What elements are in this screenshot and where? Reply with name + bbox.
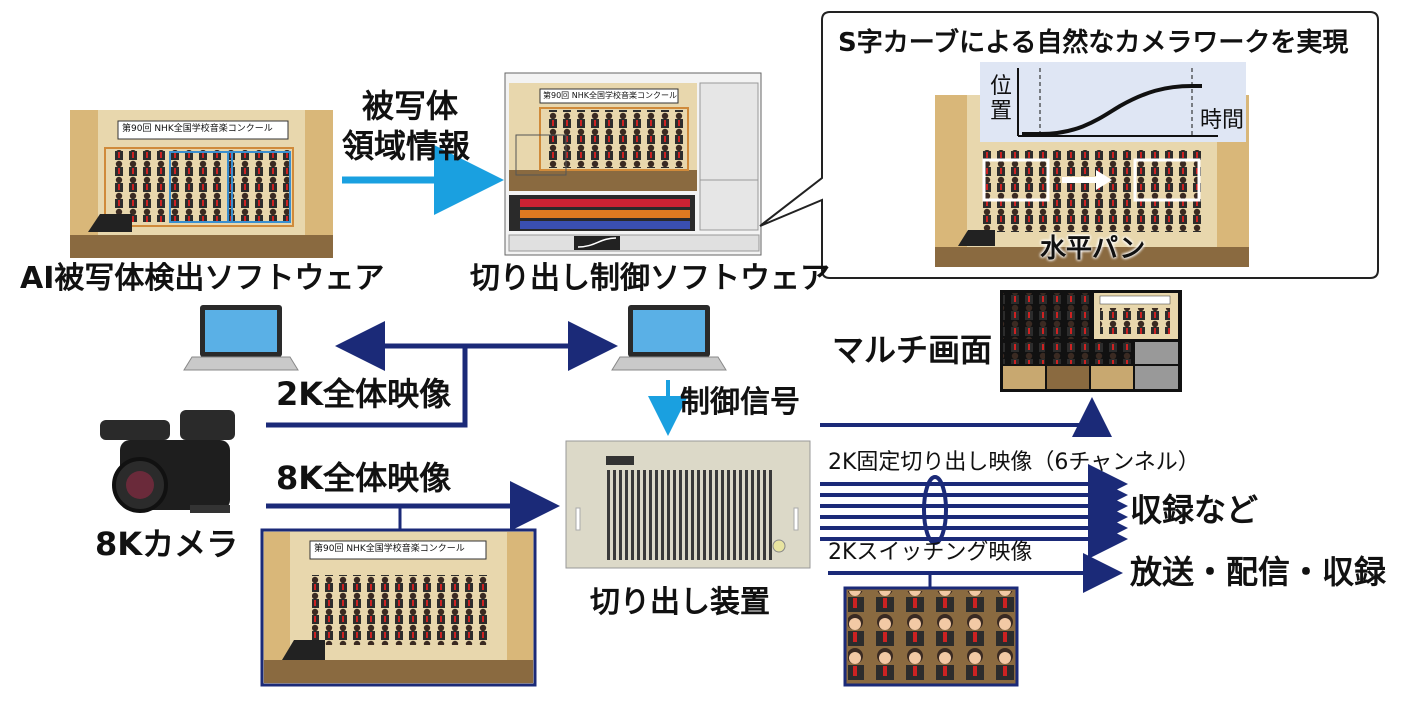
callout-title: S字カーブによる自然なカメラワークを実現 <box>838 28 1349 58</box>
cutter-device <box>565 440 811 569</box>
ai-software-label: AI被写体検出ソフトウェア <box>20 261 385 296</box>
camera-label: 8Kカメラ <box>95 525 239 563</box>
graph-axis-y-1: 位 <box>990 74 1013 99</box>
signal-control: 制御信号 <box>680 385 800 420</box>
stage-banner-ai: 第90回 NHK全国学校音楽コンクール <box>122 124 273 134</box>
subject-info-label-1: 被写体 <box>362 87 459 125</box>
signal-2k-full: 2K全体映像 <box>276 375 452 413</box>
callout-bubble <box>759 11 1379 279</box>
switching-closeup-scene <box>843 586 1019 687</box>
output-broadcast: 放送・配信・収録 <box>1130 553 1387 591</box>
laptop-right-icon <box>611 305 727 371</box>
callout-caption: 水平パン <box>1040 234 1146 264</box>
stage-banner-cut: 第90回 NHK全国学校音楽コンクール <box>543 91 677 100</box>
cut-software-label: 切り出し制御ソフトウェア <box>470 261 830 296</box>
multi-screen <box>1000 290 1182 392</box>
graph-axis-x: 時間 <box>1200 108 1245 133</box>
signal-8k-full: 8K全体映像 <box>276 459 452 497</box>
cut-software-screen <box>504 72 762 256</box>
signal-switching-2k: 2Kスイッチング映像 <box>828 540 1033 565</box>
cutter-label: 切り出し装置 <box>590 585 770 620</box>
subject-info-label-2: 領域情報 <box>342 127 471 165</box>
output-recording: 収録など <box>1130 491 1259 529</box>
multi-screen-label: マルチ画面 <box>832 331 993 369</box>
laptop-left-icon <box>183 305 299 371</box>
connection-arrows <box>266 145 1128 593</box>
camera-icon <box>100 410 235 513</box>
full-8k-scene <box>260 528 537 687</box>
ai-software-scene <box>70 110 333 258</box>
graph-axis-y-2: 置 <box>990 99 1013 124</box>
stage-banner-8k: 第90回 NHK全国学校音楽コンクール <box>314 544 465 554</box>
signal-fixed-2k: 2K固定切り出し映像（6チャンネル） <box>828 450 1200 475</box>
